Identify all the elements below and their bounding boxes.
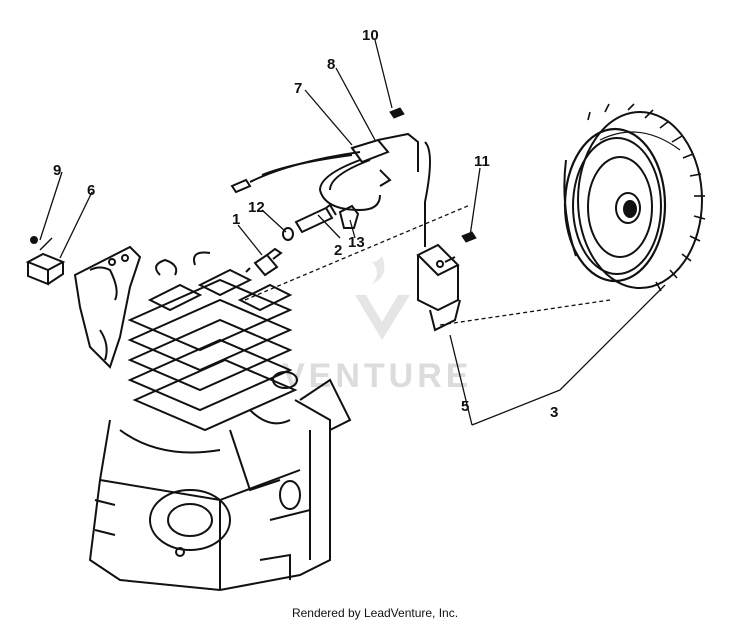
clip-part-13 (338, 204, 360, 229)
callout-8: 8 (327, 56, 335, 73)
bracket-part-6 (25, 237, 142, 369)
callout-1: 1 (232, 211, 240, 228)
screw-part-10 (389, 107, 405, 119)
ignition-coil-part-5 (416, 141, 461, 332)
watermark-text: VENTURE (282, 357, 472, 395)
flywheel-part-3 (563, 103, 706, 292)
leader-lines (39, 39, 666, 426)
callout-13: 13 (348, 234, 365, 251)
wire-harness-part-7 (230, 132, 419, 212)
terminal-part-12 (282, 227, 294, 241)
screw-part-11 (461, 231, 477, 243)
callout-11: 11 (474, 153, 490, 170)
callout-12: 12 (248, 199, 265, 216)
footer-credit: Rendered by LeadVenture, Inc. (291, 606, 459, 620)
callout-2: 2 (334, 242, 342, 259)
callout-9: 9 (53, 162, 61, 179)
spark-boot-part-2 (294, 203, 337, 234)
callout-5: 5 (461, 398, 469, 415)
watermark: VENTURE (282, 256, 472, 395)
screw-part-9 (30, 236, 38, 244)
callout-7: 7 (294, 80, 302, 97)
callout-6: 6 (87, 182, 95, 199)
spark-plug-part-1 (245, 247, 283, 277)
callout-3: 3 (550, 404, 558, 421)
engine-block (88, 251, 352, 592)
callout-10: 10 (362, 27, 379, 44)
